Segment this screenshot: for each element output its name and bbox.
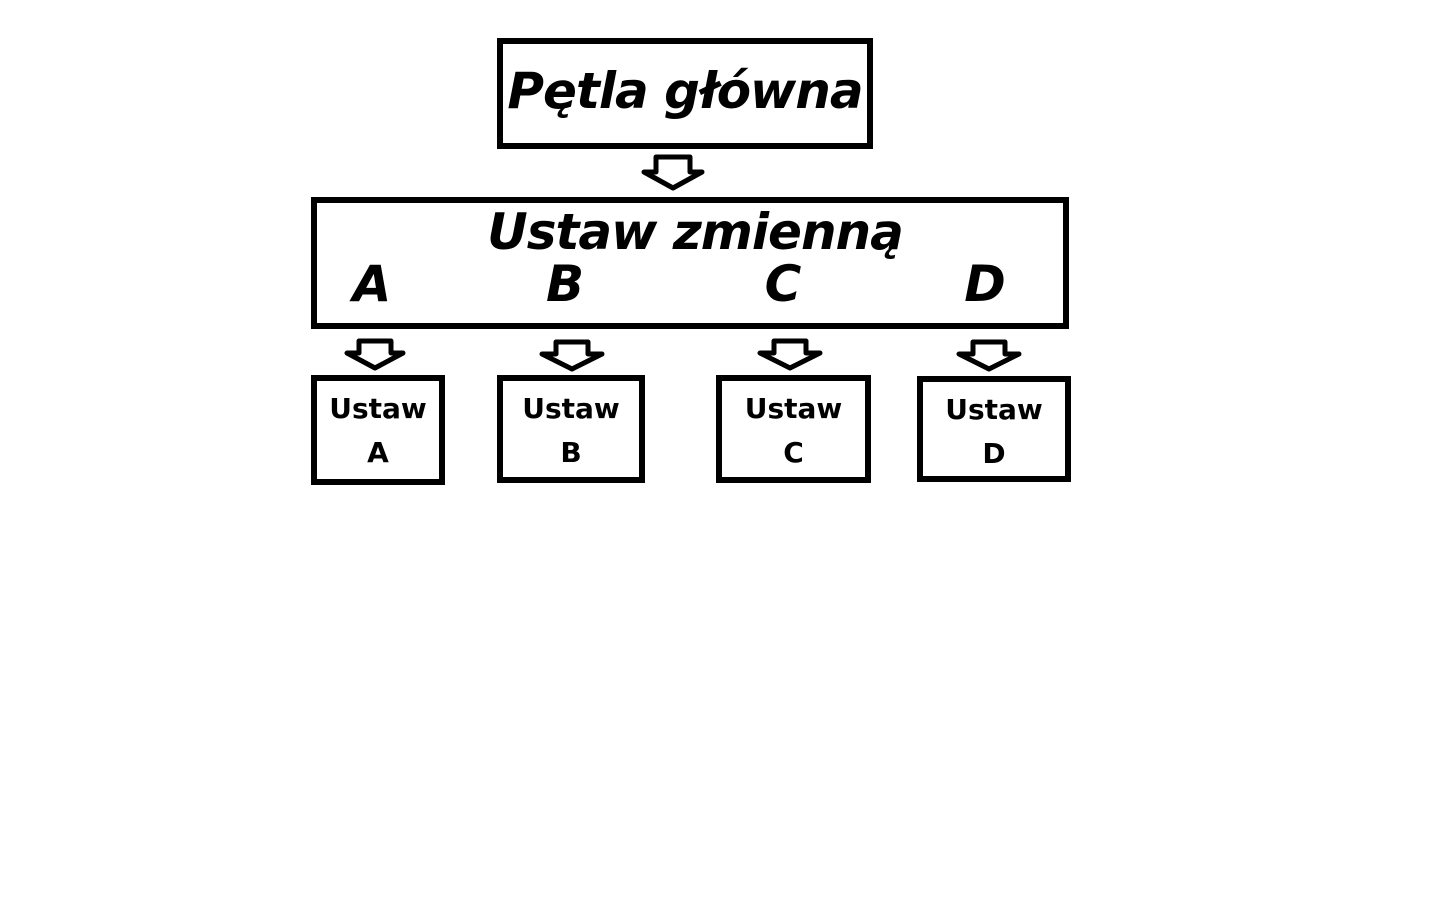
leaf-label-b-line1: Ustaw [522,392,620,425]
arrow-down-c [757,338,823,371]
leaf-label-c: Ustaw C [722,387,865,475]
leaf-box-a: Ustaw A [311,375,445,485]
case-letter-c: C [764,255,802,313]
leaf-box-b: Ustaw B [497,375,645,483]
leaf-label-c-line2: C [783,436,804,469]
main-loop-label: Pętla główna [507,62,863,120]
leaf-label-b: Ustaw B [503,387,639,475]
leaf-label-c-line1: Ustaw [744,392,843,425]
leaf-label-d: Ustaw D [923,388,1065,476]
leaf-box-d: Ustaw D [917,376,1071,482]
arrow-down-b [539,339,605,372]
case-letter-a: A [352,255,392,313]
case-letter-b: B [545,255,585,313]
leaf-label-b-line2: B [560,436,582,469]
switch-label: Ustaw zmienną [487,203,904,261]
case-letter-d: D [964,255,1006,313]
switch-box: Ustaw zmienną A B C D [311,197,1069,329]
arrow-down-d [956,339,1022,372]
leaf-label-a-line1: Ustaw [329,392,427,425]
arrow-down-a [344,338,406,371]
leaf-label-d-line1: Ustaw [945,393,1043,426]
arrow-down-main [641,154,705,191]
leaf-label-a-line2: A [367,436,389,469]
leaf-box-c: Ustaw C [716,375,871,483]
leaf-label-d-line2: D [982,437,1006,470]
leaf-label-a: Ustaw A [317,387,439,475]
main-loop-box: Pętla główna [497,38,873,149]
